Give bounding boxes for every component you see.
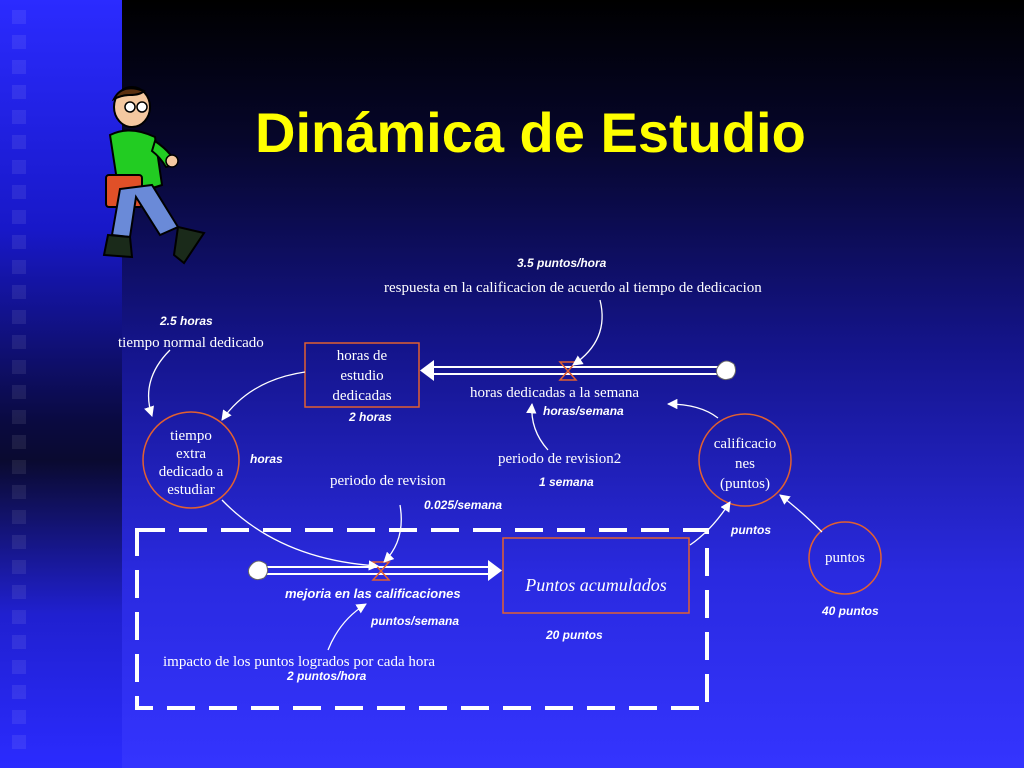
stock-puntos-value: 20 puntos: [546, 628, 603, 642]
strip-square: [12, 160, 26, 174]
tiempo-extra-line1: tiempo: [170, 428, 212, 444]
pipe-mejoria: [247, 560, 502, 581]
flow-horas-unit: horas/semana: [543, 404, 624, 418]
calificaciones-line3: (puntos): [720, 476, 770, 492]
strip-square: [12, 335, 26, 349]
left-decorative-strip: [0, 0, 122, 768]
arrow-stock-to-extra: [221, 371, 306, 421]
stock-box-horas-estudio: [304, 342, 420, 408]
calificaciones-line2: nes: [735, 456, 755, 472]
respuesta-label: respuesta en la calificacion de acuerdo …: [384, 280, 762, 296]
strip-square: [12, 535, 26, 549]
arrow-stock-to-calif: [689, 501, 731, 546]
strip-square: [12, 185, 26, 199]
strip-square: [12, 60, 26, 74]
strip-square: [12, 735, 26, 749]
flow-horas-label: horas dedicadas a la semana: [470, 385, 640, 401]
strip-square: [12, 135, 26, 149]
tiempo-normal-label: tiempo normal dedicado: [118, 335, 264, 351]
strip-square: [12, 385, 26, 399]
circle-puntos: [808, 521, 882, 595]
circle-calificaciones: [698, 413, 792, 507]
stock-horas-line2: estudio: [340, 368, 384, 384]
strip-square: [12, 35, 26, 49]
strip-square: [12, 685, 26, 699]
calificaciones-line1: calificacio: [713, 436, 777, 452]
stock-horas-line3: dedicadas: [332, 388, 392, 404]
model-boundary: [135, 528, 709, 710]
tiempo-extra-line4: estudiar: [167, 482, 215, 498]
flow-mejoria-unit: puntos/semana: [371, 614, 460, 628]
strip-square: [12, 460, 26, 474]
strip-square: [12, 610, 26, 624]
strip-square: [12, 660, 26, 674]
strip-square: [12, 360, 26, 374]
strip-square: [12, 585, 26, 599]
strip-square: [12, 260, 26, 274]
arrow-impacto-to-flow: [327, 603, 367, 651]
stock-puntos-label: Puntos acumulados: [525, 575, 667, 595]
strip-square: [12, 635, 26, 649]
strip-square: [12, 85, 26, 99]
strip-square: [12, 285, 26, 299]
tiempo-extra-line3: dedicado a: [158, 464, 224, 480]
strip-square: [12, 485, 26, 499]
pipe-horas-dedicadas: [420, 360, 737, 381]
strip-square: [12, 435, 26, 449]
arrow-tiempo-normal-to-extra: [144, 349, 171, 417]
arrow-periodo-to-valve: [383, 504, 402, 563]
strip-square: [12, 410, 26, 424]
strip-square: [12, 110, 26, 124]
periodo-revision2-label: periodo de revision2: [498, 451, 622, 467]
impacto-label: impacto de los puntos logrados por cada …: [163, 654, 436, 670]
arrow-puntos-to-calif: [779, 494, 823, 533]
stock-box-puntos-acumulados: [502, 537, 690, 614]
slide-title: Dinámica de Estudio: [255, 101, 806, 164]
tiempo-extra-unit: horas: [250, 452, 283, 466]
flow-mejoria-label: mejoria en las calificaciones: [285, 586, 461, 601]
strip-square: [12, 510, 26, 524]
arrow-respuesta-to-valve: [572, 299, 603, 366]
periodo-revision-label: periodo de revision: [330, 473, 446, 489]
puntos-value: 40 puntos: [822, 604, 879, 618]
tiempo-extra-line2: extra: [176, 446, 206, 462]
circle-tiempo-extra: [142, 411, 240, 509]
strip-square: [12, 235, 26, 249]
respuesta-value: 3.5 puntos/hora: [517, 256, 607, 270]
strip-square: [12, 210, 26, 224]
strip-square: [12, 10, 26, 24]
arrow-calif-to-flow: [666, 398, 719, 419]
arrow-extra-to-valve: [221, 499, 380, 571]
strip-square: [12, 710, 26, 724]
strip-square: [12, 310, 26, 324]
puntos-label: puntos: [824, 550, 865, 566]
calificaciones-unit: puntos: [731, 523, 771, 537]
tiempo-normal-value: 2.5 horas: [160, 314, 213, 328]
impacto-value: 2 puntos/hora: [287, 669, 367, 683]
strip-square: [12, 560, 26, 574]
periodo-revision2-value: 1 semana: [539, 475, 594, 489]
stock-horas-line1: horas de: [336, 348, 388, 364]
periodo-revision-value: 0.025/semana: [424, 498, 503, 512]
stock-horas-value: 2 horas: [349, 410, 392, 424]
arrow-periodo2-to-flow: [526, 402, 549, 451]
